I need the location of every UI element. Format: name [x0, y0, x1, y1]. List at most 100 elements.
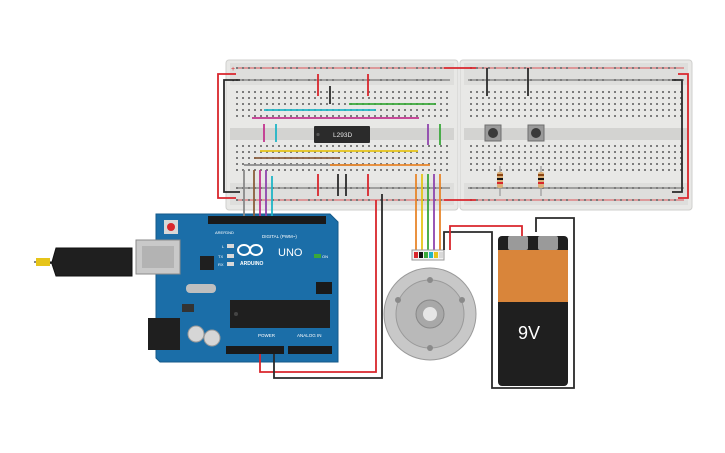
breadboard-hole[interactable]	[560, 145, 562, 147]
breadboard-hole[interactable]	[584, 115, 586, 117]
breadboard-hole[interactable]	[332, 169, 334, 171]
breadboard-hole[interactable]	[524, 109, 526, 111]
breadboard-hole[interactable]	[536, 163, 538, 165]
breadboard-hole[interactable]	[578, 109, 580, 111]
breadboard-hole[interactable]	[638, 67, 640, 69]
breadboard-hole[interactable]	[626, 145, 628, 147]
breadboard-hole[interactable]	[650, 145, 652, 147]
breadboard-hole[interactable]	[578, 91, 580, 93]
breadboard-hole[interactable]	[638, 109, 640, 111]
breadboard-hole[interactable]	[578, 79, 580, 81]
breadboard-hole[interactable]	[626, 91, 628, 93]
breadboard-hole[interactable]	[296, 103, 298, 105]
breadboard-hole[interactable]	[662, 67, 664, 69]
breadboard-hole[interactable]	[440, 79, 442, 81]
breadboard-hole[interactable]	[248, 187, 250, 189]
resistor-1[interactable]	[497, 166, 503, 196]
breadboard-hole[interactable]	[614, 103, 616, 105]
breadboard-hole[interactable]	[656, 145, 658, 147]
breadboard-hole[interactable]	[626, 151, 628, 153]
breadboard-hole[interactable]	[518, 163, 520, 165]
breadboard-hole[interactable]	[476, 145, 478, 147]
breadboard-hole[interactable]	[656, 151, 658, 153]
breadboard-hole[interactable]	[518, 169, 520, 171]
breadboard-hole[interactable]	[416, 91, 418, 93]
breadboard-hole[interactable]	[506, 103, 508, 105]
breadboard-hole[interactable]	[410, 109, 412, 111]
breadboard-hole[interactable]	[554, 103, 556, 105]
breadboard-hole[interactable]	[296, 79, 298, 81]
breadboard-hole[interactable]	[356, 67, 358, 69]
breadboard-hole[interactable]	[440, 145, 442, 147]
resistor-2[interactable]	[538, 166, 544, 196]
breadboard-hole[interactable]	[572, 145, 574, 147]
breadboard-hole[interactable]	[254, 199, 256, 201]
breadboard-hole[interactable]	[590, 157, 592, 159]
breadboard-hole[interactable]	[530, 97, 532, 99]
breadboard-hole[interactable]	[542, 163, 544, 165]
breadboard-hole[interactable]	[620, 151, 622, 153]
breadboard-hole[interactable]	[662, 169, 664, 171]
breadboard-hole[interactable]	[422, 109, 424, 111]
breadboard-hole[interactable]	[440, 157, 442, 159]
breadboard-hole[interactable]	[410, 169, 412, 171]
breadboard-hole[interactable]	[266, 163, 268, 165]
breadboard-hole[interactable]	[488, 187, 490, 189]
breadboard-hole[interactable]	[494, 163, 496, 165]
breadboard-hole[interactable]	[326, 115, 328, 117]
breadboard-hole[interactable]	[326, 103, 328, 105]
breadboard-hole[interactable]	[536, 145, 538, 147]
breadboard-hole[interactable]	[614, 115, 616, 117]
breadboard-hole[interactable]	[506, 109, 508, 111]
breadboard-hole[interactable]	[530, 163, 532, 165]
breadboard-hole[interactable]	[620, 97, 622, 99]
breadboard-hole[interactable]	[434, 151, 436, 153]
breadboard-hole[interactable]	[572, 91, 574, 93]
breadboard-hole[interactable]	[392, 145, 394, 147]
breadboard-hole[interactable]	[242, 145, 244, 147]
breadboard-hole[interactable]	[248, 103, 250, 105]
breadboard-hole[interactable]	[284, 199, 286, 201]
breadboard-hole[interactable]	[368, 145, 370, 147]
breadboard-hole[interactable]	[578, 163, 580, 165]
breadboard-hole[interactable]	[392, 169, 394, 171]
breadboard-hole[interactable]	[260, 79, 262, 81]
breadboard-hole[interactable]	[548, 187, 550, 189]
breadboard-hole[interactable]	[644, 163, 646, 165]
breadboard-hole[interactable]	[290, 199, 292, 201]
breadboard-hole[interactable]	[524, 91, 526, 93]
breadboard-hole[interactable]	[620, 163, 622, 165]
power-header[interactable]	[226, 346, 284, 354]
breadboard-hole[interactable]	[326, 151, 328, 153]
breadboard-hole[interactable]	[398, 79, 400, 81]
breadboard-hole[interactable]	[560, 67, 562, 69]
breadboard-hole[interactable]	[440, 163, 442, 165]
breadboard-hole[interactable]	[368, 91, 370, 93]
breadboard-hole[interactable]	[236, 187, 238, 189]
breadboard-hole[interactable]	[530, 157, 532, 159]
breadboard-hole[interactable]	[662, 91, 664, 93]
breadboard-hole[interactable]	[308, 67, 310, 69]
breadboard-hole[interactable]	[278, 163, 280, 165]
breadboard-hole[interactable]	[644, 151, 646, 153]
breadboard-hole[interactable]	[500, 145, 502, 147]
breadboard-hole[interactable]	[410, 115, 412, 117]
breadboard-hole[interactable]	[404, 79, 406, 81]
breadboard-hole[interactable]	[398, 169, 400, 171]
breadboard-hole[interactable]	[380, 151, 382, 153]
breadboard-hole[interactable]	[302, 97, 304, 99]
breadboard-hole[interactable]	[494, 187, 496, 189]
breadboard-hole[interactable]	[302, 91, 304, 93]
breadboard-hole[interactable]	[488, 169, 490, 171]
breadboard-hole[interactable]	[356, 97, 358, 99]
breadboard-hole[interactable]	[476, 97, 478, 99]
breadboard-hole[interactable]	[488, 91, 490, 93]
breadboard-hole[interactable]	[542, 115, 544, 117]
breadboard-hole[interactable]	[584, 97, 586, 99]
breadboard-hole[interactable]	[404, 169, 406, 171]
breadboard-hole[interactable]	[620, 79, 622, 81]
breadboard-hole[interactable]	[542, 151, 544, 153]
breadboard-hole[interactable]	[254, 151, 256, 153]
breadboard-hole[interactable]	[512, 163, 514, 165]
breadboard-hole[interactable]	[518, 67, 520, 69]
